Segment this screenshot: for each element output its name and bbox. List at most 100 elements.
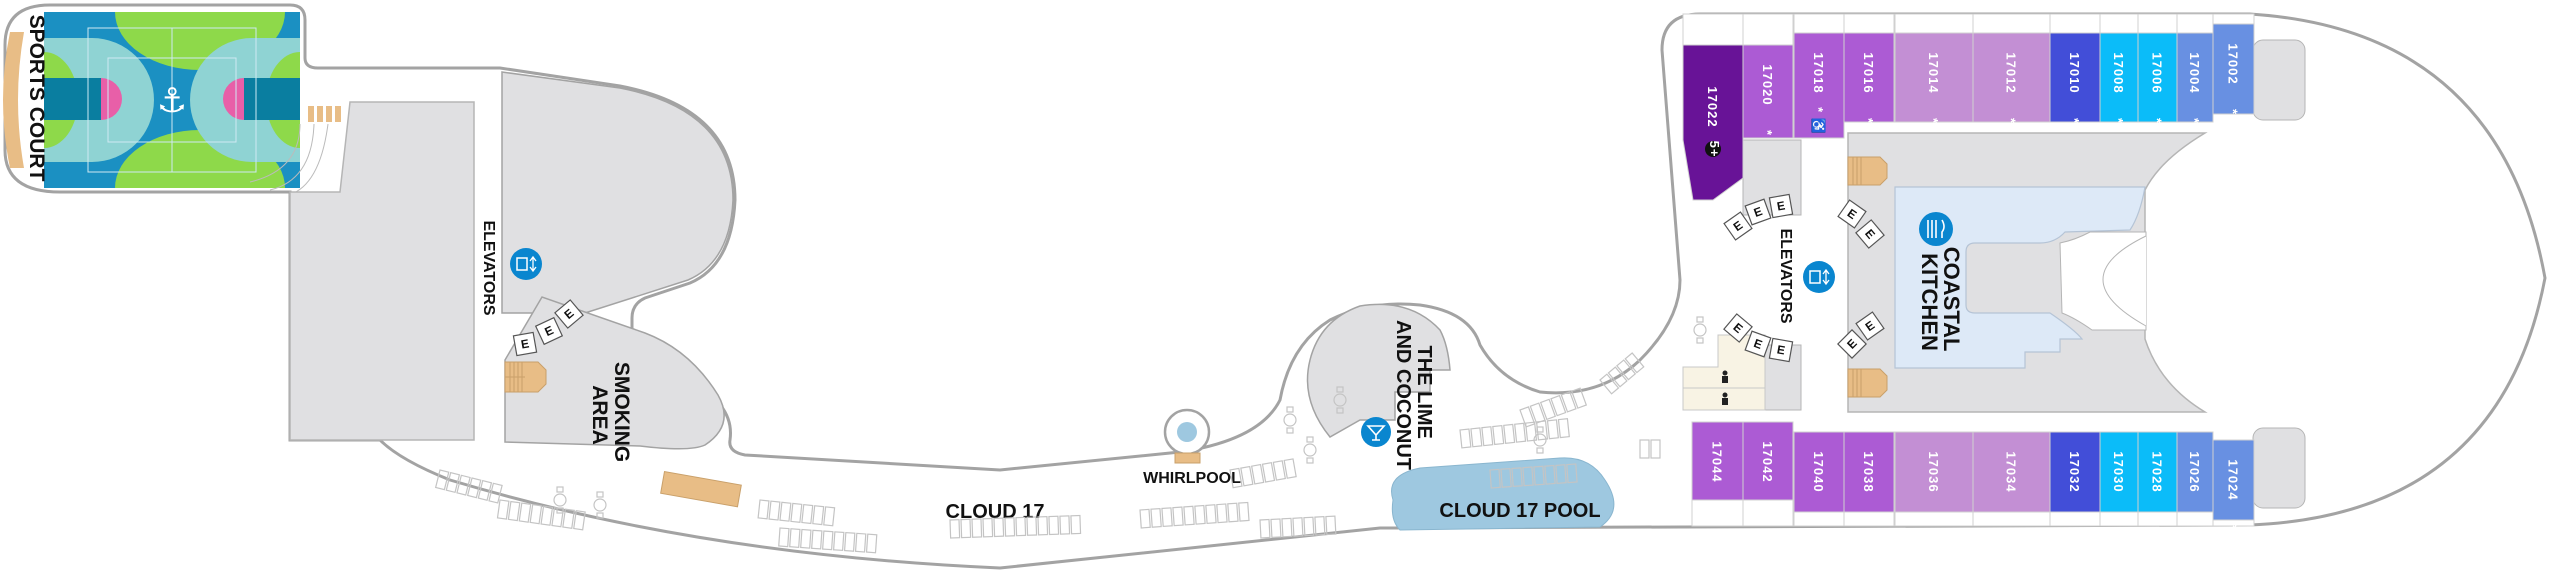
- whirlpool[interactable]: [1163, 408, 1211, 464]
- lounger: [1650, 439, 1661, 459]
- lounger: [982, 517, 994, 538]
- cabin-17004[interactable]: 17004 *: [2176, 32, 2214, 124]
- cabin-number: 17010: [2067, 52, 2082, 93]
- cabin-shape: [1793, 431, 1845, 513]
- lounger: [1492, 424, 1505, 446]
- cabin-17040[interactable]: 17040*: [1793, 431, 1845, 523]
- lounger: [1183, 505, 1195, 526]
- cabin-17022[interactable]: 17022 5+: [1682, 44, 1744, 201]
- cabin-17044[interactable]: 17044*: [1691, 421, 1744, 513]
- lounger: [789, 528, 801, 548]
- lounger: [529, 503, 543, 525]
- lounger: [1503, 423, 1516, 444]
- lounger: [1048, 515, 1060, 536]
- cabin-17010[interactable]: 17010*: [2049, 32, 2101, 124]
- cabin-shape: [1742, 44, 1794, 139]
- cabin-suffix: *: [1926, 118, 1941, 124]
- cabin-suffix: *: [2111, 517, 2126, 523]
- lounger-group: [1599, 352, 1645, 395]
- lounger: [1259, 518, 1271, 539]
- lounger: [1550, 394, 1567, 417]
- elevator-car: E: [1723, 211, 1753, 241]
- lounger: [1238, 501, 1250, 522]
- cabin-balcony: [1682, 13, 1744, 46]
- lounger-group: [778, 527, 878, 554]
- cabin-suffix: *: [2226, 525, 2241, 531]
- cabin-17014[interactable]: 17014*: [1894, 32, 1974, 124]
- cabin-17036[interactable]: 17036*: [1894, 431, 1974, 523]
- lounger: [1524, 421, 1538, 442]
- cabin-shape: [2049, 431, 2101, 513]
- cabin-suffix: *: [2150, 517, 2165, 523]
- cabin-suffix: *: [2187, 118, 2202, 124]
- lounger: [1522, 466, 1534, 487]
- cabin-number: 17004: [2187, 52, 2202, 93]
- lime-label-line2: AND COCONUT: [1392, 320, 1414, 470]
- lounger: [1229, 467, 1243, 489]
- cabin-suffix: *: [2111, 118, 2126, 124]
- cabin-17002[interactable]: 17002*: [2212, 23, 2255, 115]
- lounger-group: [1639, 439, 1661, 459]
- occupancy-badge: 5+: [1707, 141, 1722, 158]
- cabin-17024[interactable]: 17024*: [2212, 439, 2255, 531]
- cabin-17034[interactable]: 17034*: [1972, 431, 2051, 523]
- table-set: [1303, 436, 1317, 464]
- cabin-17042[interactable]: 17042*: [1742, 421, 1794, 513]
- cabin-number: 17018: [1811, 52, 1826, 93]
- restroom-icon[interactable]: [1682, 334, 1766, 411]
- cloud17-pool[interactable]: [1391, 457, 1615, 531]
- lounger: [507, 500, 521, 522]
- cabin-suffix: *: [1861, 118, 1876, 124]
- cabin-17016[interactable]: 17016*: [1843, 32, 1895, 124]
- cabin-shape: [2176, 431, 2214, 513]
- cabin-17032[interactable]: 17032*: [2049, 431, 2101, 523]
- cabin-number: 17022: [1705, 86, 1720, 127]
- elevator-car: E: [512, 331, 538, 357]
- lounger: [949, 519, 961, 539]
- cabin-number: 17034: [2004, 451, 2019, 492]
- coastal-kitchen[interactable]: [1894, 186, 2146, 369]
- cabin-17026[interactable]: 17026*: [2176, 431, 2214, 523]
- table-set: [1533, 426, 1547, 454]
- court-seating: [3, 32, 24, 168]
- lounger: [1624, 352, 1645, 374]
- lounger: [1270, 518, 1282, 539]
- lounger: [971, 518, 983, 538]
- elevator-car: E: [554, 299, 584, 329]
- table-set: [1693, 316, 1707, 344]
- table-set: [553, 486, 567, 514]
- cabin-17020[interactable]: 17020*: [1742, 44, 1794, 139]
- cabin-17008[interactable]: 17008 *: [2099, 32, 2139, 124]
- cabin-shape: [1843, 431, 1895, 513]
- kitchen-label-line2: KITCHEN: [1917, 253, 1942, 351]
- lounger-group: [1139, 501, 1250, 529]
- cabin-balcony: [2137, 13, 2178, 34]
- cabin-balcony: [1894, 13, 1974, 34]
- sports-court[interactable]: ⚓ SPORTS COURT: [3, 12, 300, 188]
- cabin-shape: [2137, 431, 2178, 513]
- cabin-balcony: [2099, 13, 2139, 34]
- elevator-car: E: [1744, 198, 1772, 226]
- lounger: [518, 502, 532, 523]
- lounger: [1557, 418, 1570, 439]
- cabin-number: 17006: [2150, 52, 2165, 93]
- lounger: [562, 508, 575, 529]
- cabin-suffix: *: [2067, 517, 2082, 523]
- cocktail-icon: [1361, 417, 1391, 447]
- lounger: [1639, 439, 1650, 459]
- cabin-17012[interactable]: 17012*: [1972, 32, 2051, 124]
- cabin-17030[interactable]: 17030*: [2099, 431, 2139, 523]
- table-set: [1333, 386, 1347, 414]
- cabin-17018[interactable]: 17018* ♿: [1793, 32, 1845, 139]
- cabin-17028[interactable]: 17028*: [2137, 431, 2178, 523]
- lounger: [1533, 465, 1545, 486]
- lounger: [1240, 465, 1254, 487]
- lime-and-coconut-label: THE LIME AND COCONUT: [1392, 320, 1435, 470]
- lime-and-coconut-bar[interactable]: [1306, 303, 1451, 438]
- cabin-17038[interactable]: 17038*: [1843, 431, 1895, 523]
- cabin-suffix: *: [1710, 507, 1725, 513]
- cabin-17006[interactable]: 17006*: [2137, 32, 2178, 124]
- lounger-group: [757, 499, 836, 527]
- cabin-number: 17008: [2111, 52, 2126, 93]
- lounger: [496, 499, 510, 520]
